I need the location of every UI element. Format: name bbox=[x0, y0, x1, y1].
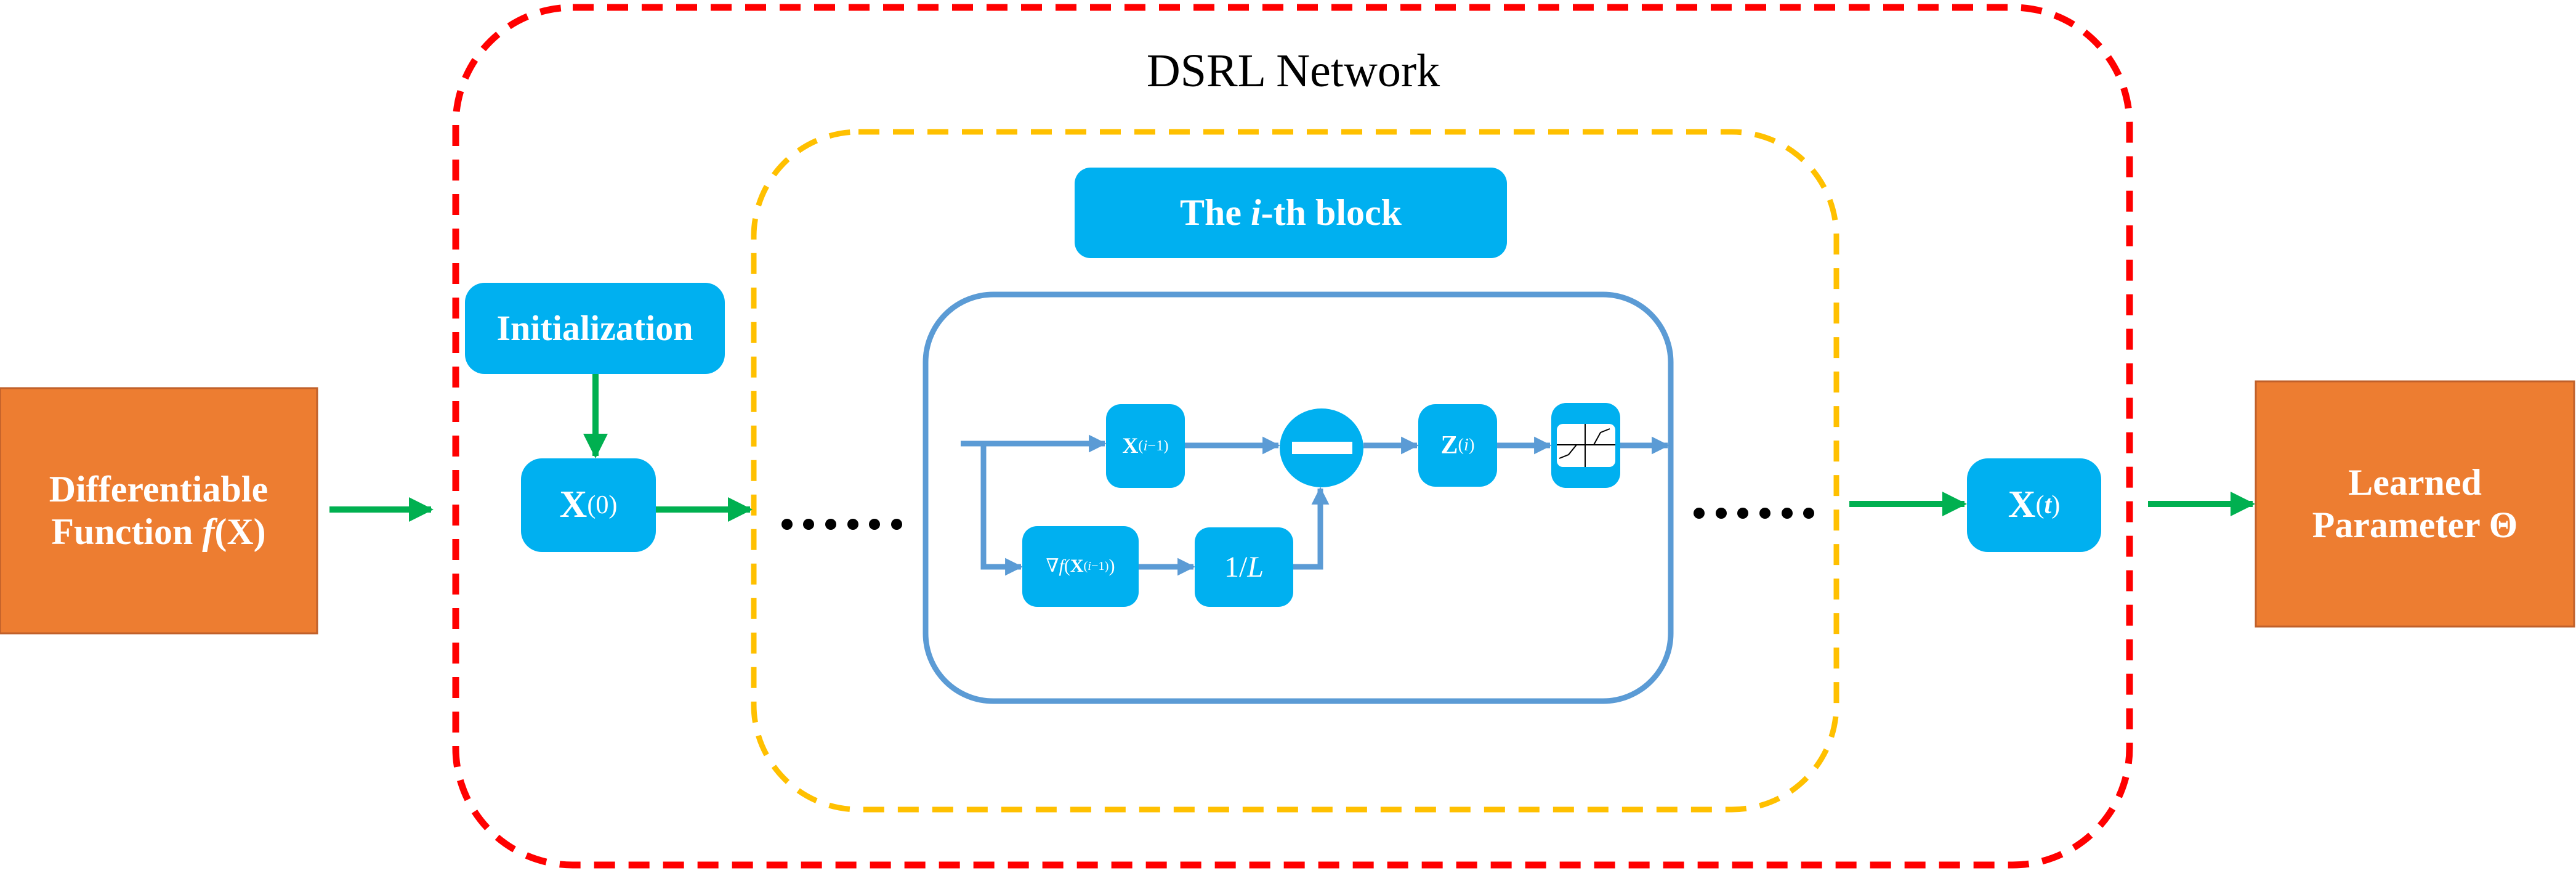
arrow-branch-to-grad bbox=[980, 444, 1023, 576]
xt-main: X bbox=[2008, 484, 2036, 526]
initialization-box bbox=[465, 283, 725, 374]
ellipsis-right bbox=[1694, 508, 1814, 519]
input-math-f: f bbox=[202, 511, 215, 552]
network-title: DSRL Network bbox=[1146, 45, 1440, 97]
input-line-1: Differentiable bbox=[49, 469, 269, 510]
soft-threshold-icon bbox=[1557, 424, 1615, 467]
xt-label: X(t) bbox=[1967, 458, 2101, 552]
grad-sub-var: i bbox=[1088, 559, 1091, 573]
xt-sub-var: t bbox=[2044, 490, 2052, 519]
dsrl-network-container bbox=[452, 4, 2133, 869]
block-title-label: The i-th block bbox=[1075, 168, 1507, 258]
block-title-var: i bbox=[1250, 192, 1261, 233]
grad-sub: (i−1) bbox=[1084, 559, 1109, 574]
z-main: Z bbox=[1440, 431, 1458, 460]
x0-sub: (0) bbox=[587, 490, 618, 519]
arrow-step-to-minus bbox=[1293, 487, 1330, 570]
grad-close: ) bbox=[1108, 556, 1115, 577]
input-line-2-text: Function bbox=[51, 511, 203, 552]
block-title-box bbox=[1075, 168, 1507, 258]
input-function-box bbox=[0, 387, 318, 635]
x-prev-sub: (i−1) bbox=[1138, 437, 1168, 455]
grad-label: ∇f(X(i−1)) bbox=[1022, 526, 1139, 607]
z-sub-var: i bbox=[1464, 435, 1469, 455]
input-line-2: Function f(X) bbox=[51, 511, 265, 553]
x-prev-box bbox=[1106, 404, 1185, 488]
block-title-post: -th block bbox=[1261, 192, 1402, 233]
x0-label: X(0) bbox=[521, 458, 656, 552]
output-parameter-label: Learned Parameter Θ bbox=[2256, 381, 2574, 627]
block-diagram-frame bbox=[923, 291, 1674, 704]
grad-f: f bbox=[1059, 556, 1064, 577]
grad-open: ( bbox=[1064, 556, 1070, 577]
z-box bbox=[1418, 404, 1497, 487]
grad-sub-open: ( bbox=[1083, 559, 1088, 573]
x-prev-sub-rest: −1) bbox=[1147, 437, 1169, 454]
z-label: Z(i) bbox=[1418, 404, 1497, 487]
input-math-arg: (X) bbox=[214, 511, 266, 552]
z-sub: (i) bbox=[1458, 436, 1475, 456]
xt-sub: (t) bbox=[2035, 490, 2060, 520]
grad-box bbox=[1022, 526, 1139, 607]
grad-main: X bbox=[1070, 556, 1084, 577]
block-container bbox=[751, 129, 1839, 813]
z-sub-close: ) bbox=[1468, 435, 1475, 455]
step-size-label: 1/L bbox=[1195, 527, 1293, 607]
input-function-label: Differentiable Function f(X) bbox=[0, 388, 317, 633]
xt-box bbox=[1967, 458, 2101, 552]
xt-sub-open: ( bbox=[2035, 490, 2045, 519]
step-size-box bbox=[1195, 527, 1293, 607]
step-var: L bbox=[1247, 550, 1264, 583]
inner-flow-arrows bbox=[961, 434, 1670, 576]
block-title-pre: The bbox=[1179, 192, 1251, 233]
minus-icon bbox=[1292, 442, 1352, 454]
x-prev-label: X(i−1) bbox=[1106, 404, 1185, 488]
output-line-2: Parameter Θ bbox=[2312, 505, 2518, 545]
grad-sub-rest: −1) bbox=[1091, 559, 1109, 573]
initialization-label: Initialization bbox=[496, 307, 693, 348]
x-prev-sub-var: i bbox=[1143, 437, 1148, 454]
x-prev-main: X bbox=[1122, 433, 1139, 458]
output-line-1: Learned bbox=[2348, 462, 2482, 503]
output-parameter-box bbox=[2255, 380, 2575, 628]
nabla-symbol: ∇ bbox=[1046, 555, 1059, 577]
xt-sub-close: ) bbox=[2051, 490, 2061, 519]
outer-flow-arrows bbox=[329, 374, 2255, 522]
x-prev-sub-open: ( bbox=[1138, 437, 1144, 454]
step-num: 1/ bbox=[1224, 550, 1248, 583]
x0-main: X bbox=[559, 484, 587, 526]
ellipsis-left bbox=[781, 519, 902, 530]
x0-box bbox=[521, 458, 656, 552]
z-sub-open: ( bbox=[1458, 435, 1464, 455]
